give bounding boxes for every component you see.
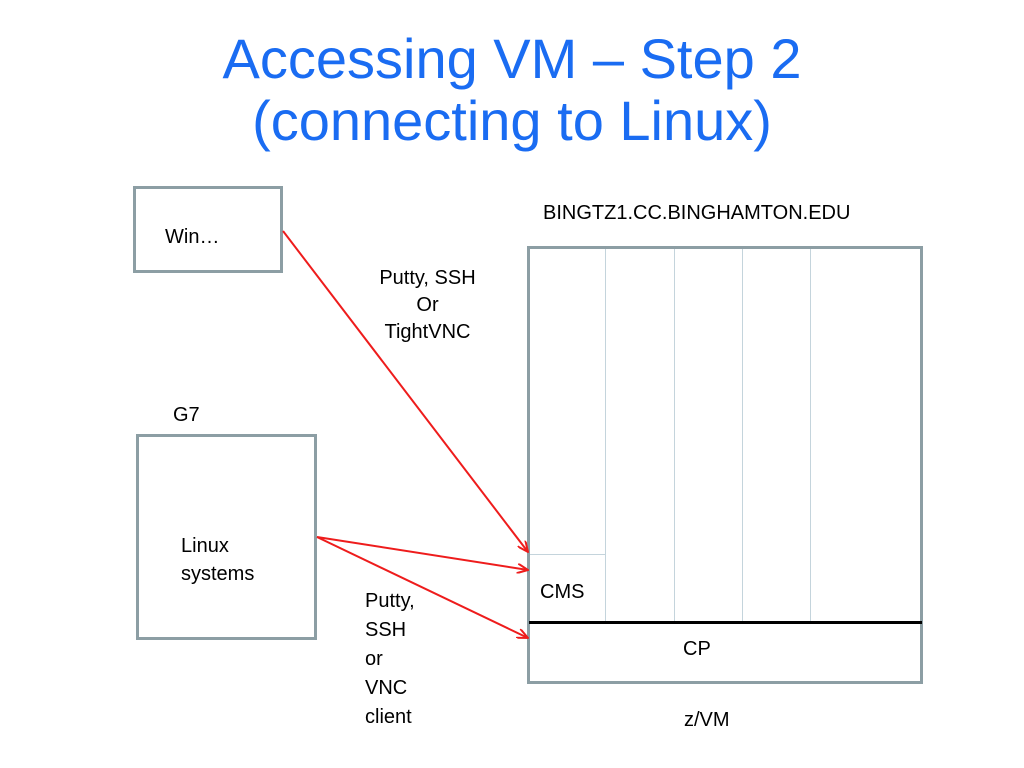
slide-title-line1: Accessing VM – Step 2 <box>222 27 802 90</box>
vm-column-divider <box>810 249 811 623</box>
cp-divider <box>529 621 922 624</box>
cms-divider <box>530 554 606 555</box>
vm-column-divider <box>674 249 675 623</box>
bottom-connection-line3: or <box>365 648 383 670</box>
windows-box-label: Win… <box>165 226 220 248</box>
top-connection-line2: Or <box>416 294 439 316</box>
bottom-connection-line2: SSH <box>365 619 407 641</box>
top-connection-line3: TightVNC <box>384 321 471 343</box>
cms-label: CMS <box>540 581 585 603</box>
bottom-connection-label: Putty, SSH or VNC client <box>365 587 415 732</box>
mainframe-hostname: BINGTZ1.CC.BINGHAMTON.EDU <box>543 202 851 224</box>
windows-box <box>133 186 283 273</box>
bottom-connection-line4: VNC <box>365 677 408 699</box>
arrow-linux-to-cp <box>316 536 528 638</box>
arrow-linux-to-cms <box>316 536 528 570</box>
cp-label: CP <box>683 638 711 660</box>
linux-box-label-line2: systems <box>181 563 255 585</box>
vm-column-divider <box>605 249 606 623</box>
vm-column-divider <box>742 249 743 623</box>
top-connection-label: Putty, SSH Or TightVNC <box>355 265 500 346</box>
slide-title: Accessing VM – Step 2 (connecting to Lin… <box>0 28 1024 152</box>
slide-title-line2: (connecting to Linux) <box>252 89 772 152</box>
linux-box-label-line1: Linux <box>181 535 229 557</box>
bottom-connection-line5: client <box>365 706 412 728</box>
top-connection-line1: Putty, SSH <box>379 267 476 289</box>
mainframe-box <box>527 246 923 684</box>
zvm-label: z/VM <box>684 709 730 731</box>
linux-box-label: Linux systems <box>181 532 254 588</box>
bottom-connection-line1: Putty, <box>365 590 415 612</box>
linux-group-label: G7 <box>173 404 200 426</box>
